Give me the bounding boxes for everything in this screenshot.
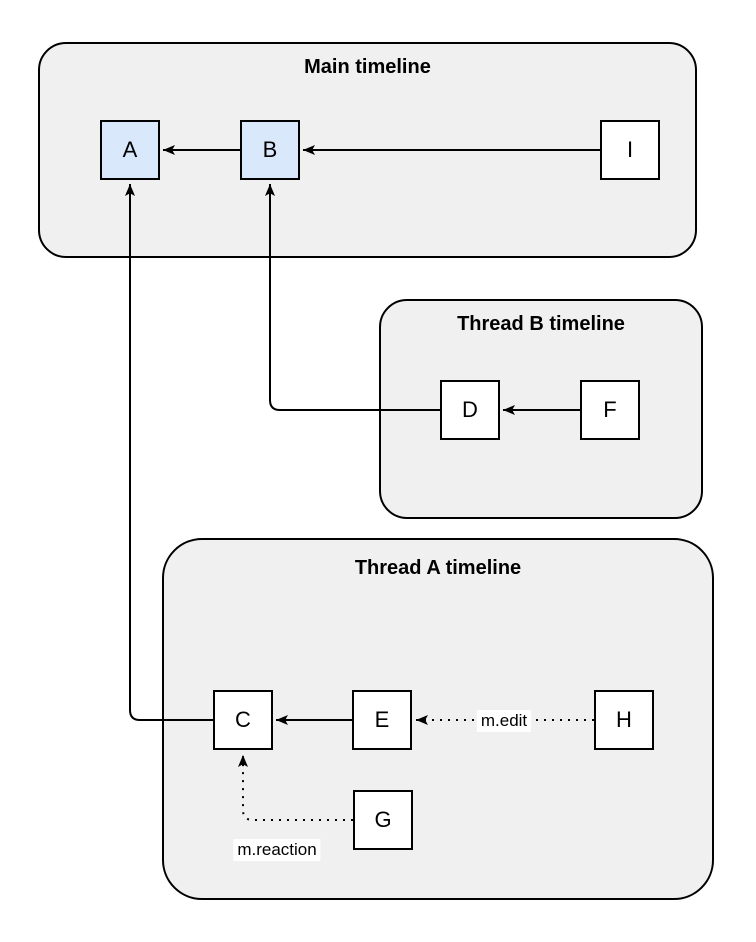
node-i: I: [600, 120, 660, 180]
container-title-main-timeline: Main timeline: [304, 56, 431, 78]
node-a: A: [100, 120, 160, 180]
node-e: E: [352, 690, 412, 750]
edge-label-m-reaction: m.reaction: [233, 839, 321, 861]
node-c: C: [213, 690, 273, 750]
node-h: H: [594, 690, 654, 750]
container-title-thread-b-timeline: Thread B timeline: [457, 313, 625, 335]
node-f: F: [580, 380, 640, 440]
edge-label-m-edit: m.edit: [476, 710, 532, 732]
container-title-thread-a-timeline: Thread A timeline: [354, 557, 522, 579]
node-b: B: [240, 120, 300, 180]
node-d: D: [440, 380, 500, 440]
container-thread-b-timeline: Thread B timeline: [379, 299, 703, 519]
node-g: G: [353, 790, 413, 850]
